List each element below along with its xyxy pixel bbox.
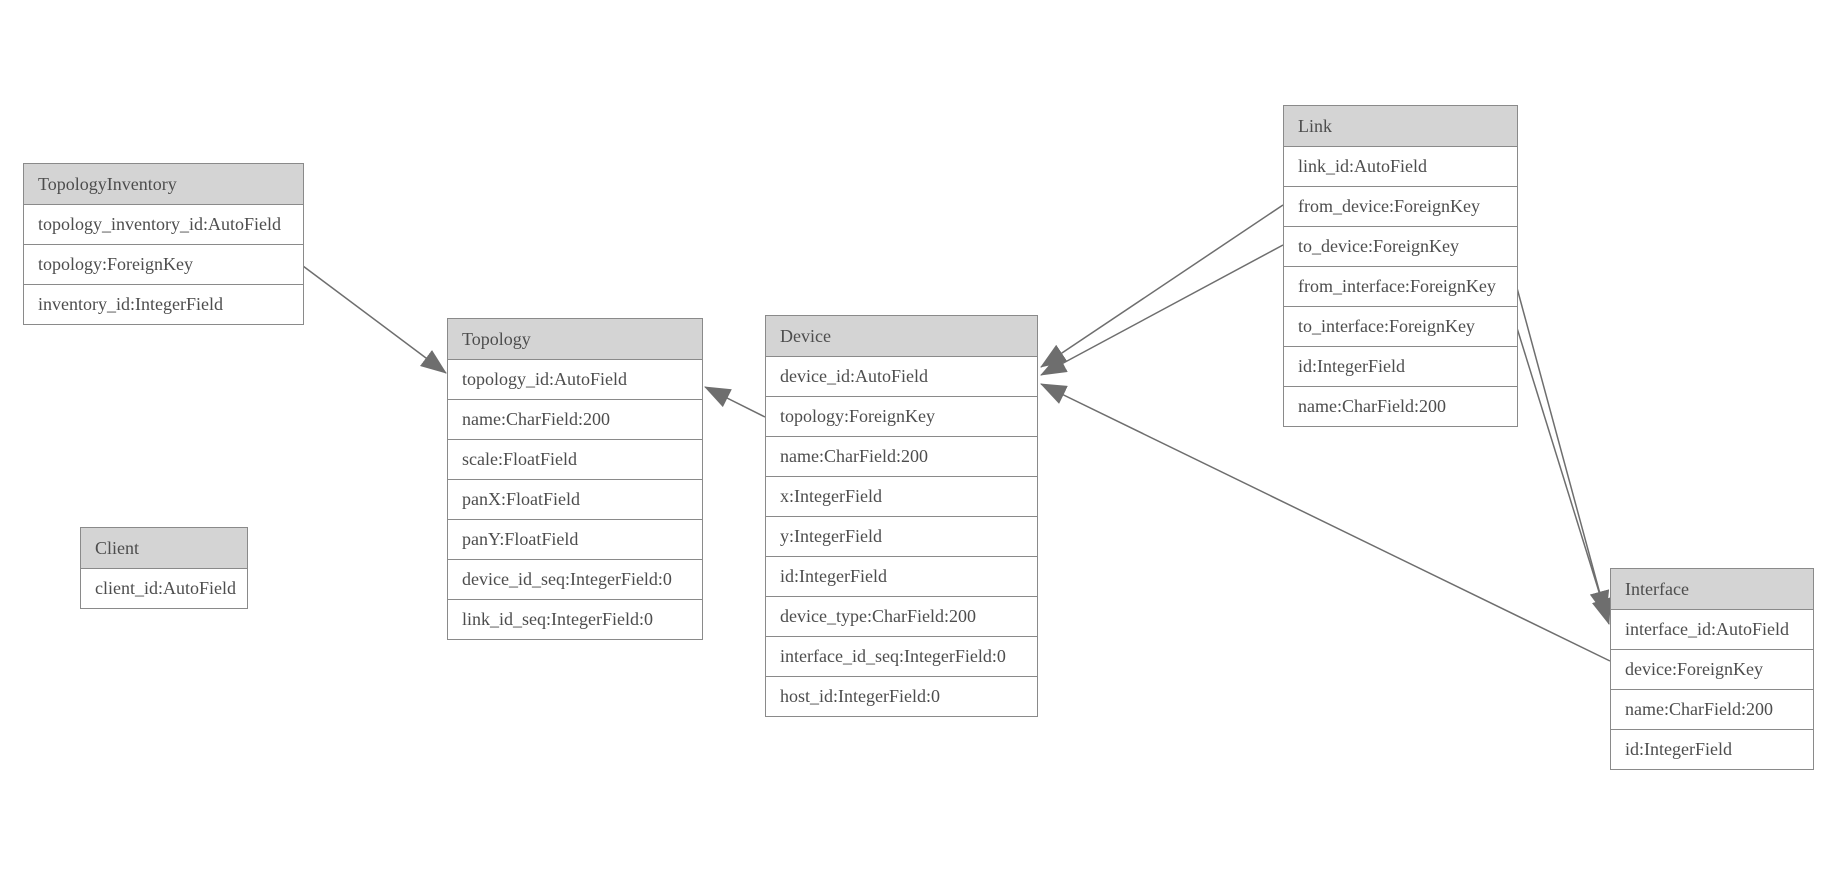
entity-title: Device <box>766 316 1037 356</box>
field-row: y:IntegerField <box>766 516 1037 556</box>
fk-edge-link-to_interface <box>1516 327 1612 625</box>
field-row: host_id:IntegerField:0 <box>766 676 1037 716</box>
entity-title: TopologyInventory <box>24 164 303 204</box>
field-row: inventory_id:IntegerField <box>24 284 303 324</box>
field-row: id:IntegerField <box>766 556 1037 596</box>
field-row: id:IntegerField <box>1611 729 1813 769</box>
field-row: device_id:AutoField <box>766 356 1037 396</box>
field-row: interface_id_seq:IntegerField:0 <box>766 636 1037 676</box>
field-row: to_device:ForeignKey <box>1284 226 1517 266</box>
field-rows: client_id:AutoField <box>81 568 247 608</box>
field-row: x:IntegerField <box>766 476 1037 516</box>
fk-edge-interface-device <box>1040 383 1611 662</box>
field-row: link_id:AutoField <box>1284 146 1517 186</box>
field-row: interface_id:AutoField <box>1611 609 1813 649</box>
fk-edge-link-from_device <box>1040 204 1284 368</box>
fk-edge-device-topology <box>704 386 766 418</box>
entity-title: Topology <box>448 319 702 359</box>
field-row: panX:FloatField <box>448 479 702 519</box>
entity-title: Interface <box>1611 569 1813 609</box>
field-row: name:CharField:200 <box>448 399 702 439</box>
field-row: device_type:CharField:200 <box>766 596 1037 636</box>
fk-edge-link-from_interface <box>1516 287 1610 617</box>
fk-edge-link-to_device <box>1040 244 1284 376</box>
field-row: topology_inventory_id:AutoField <box>24 204 303 244</box>
entity-title: Client <box>81 528 247 568</box>
field-row: to_interface:ForeignKey <box>1284 306 1517 346</box>
entity-table-client: Client client_id:AutoField <box>80 527 248 609</box>
field-row: topology:ForeignKey <box>766 396 1037 436</box>
field-row: scale:FloatField <box>448 439 702 479</box>
field-row: device:ForeignKey <box>1611 649 1813 689</box>
field-row: name:CharField:200 <box>766 436 1037 476</box>
entity-table-topologyinventory: TopologyInventory topology_inventory_id:… <box>23 163 304 325</box>
field-row: name:CharField:200 <box>1611 689 1813 729</box>
field-row: topology_id:AutoField <box>448 359 702 399</box>
fk-edge-topologyinventory-topology <box>302 265 447 374</box>
field-row: from_device:ForeignKey <box>1284 186 1517 226</box>
field-row: id:IntegerField <box>1284 346 1517 386</box>
field-row: panY:FloatField <box>448 519 702 559</box>
field-row: from_interface:ForeignKey <box>1284 266 1517 306</box>
field-row: topology:ForeignKey <box>24 244 303 284</box>
entity-title: Link <box>1284 106 1517 146</box>
field-row: client_id:AutoField <box>81 568 247 608</box>
field-row: device_id_seq:IntegerField:0 <box>448 559 702 599</box>
field-row: link_id_seq:IntegerField:0 <box>448 599 702 639</box>
field-row: name:CharField:200 <box>1284 386 1517 426</box>
